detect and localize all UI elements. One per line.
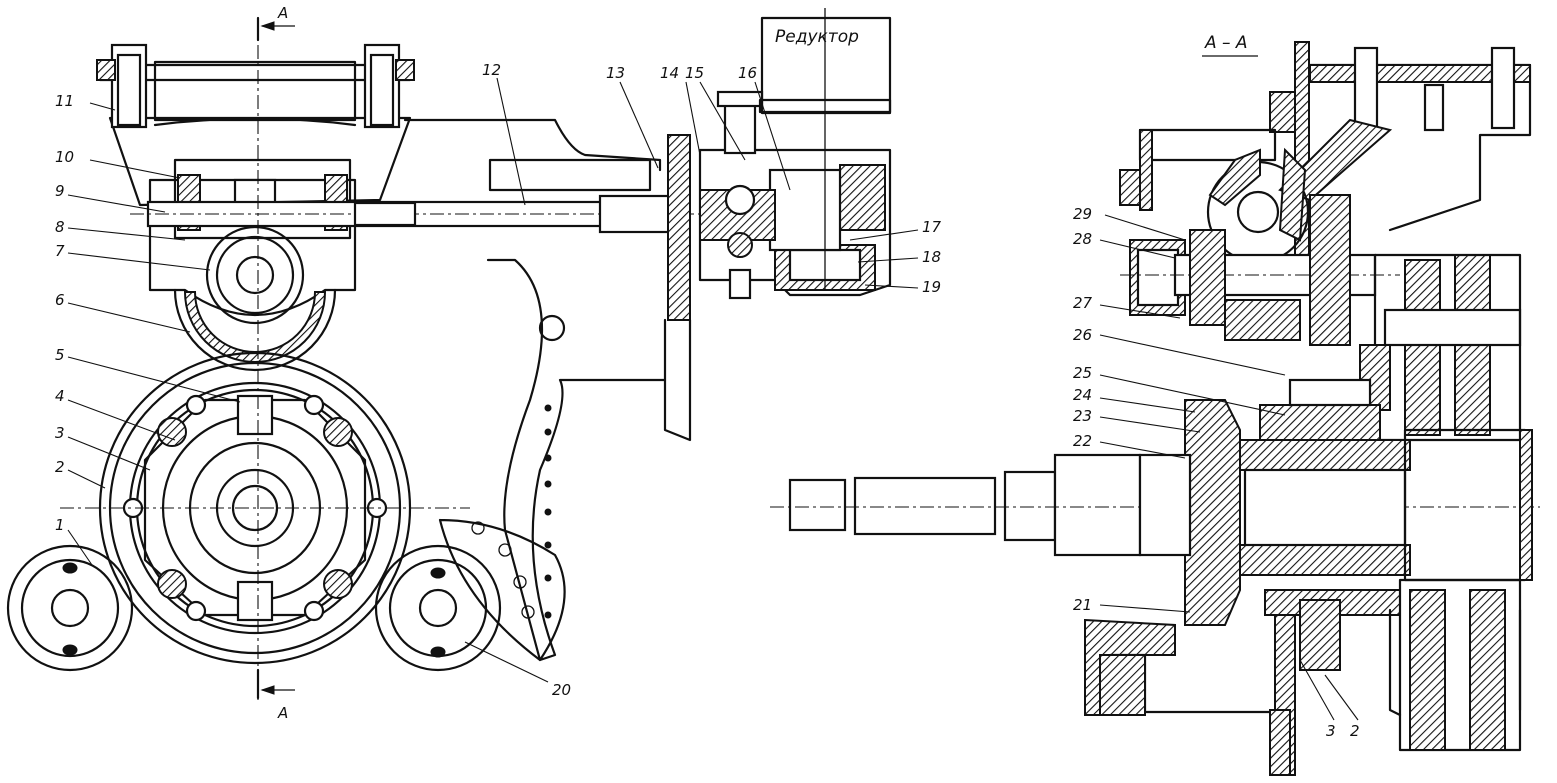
label-10: 10 xyxy=(55,148,74,166)
label-24: 24 xyxy=(1073,386,1092,404)
label-15: 15 xyxy=(685,64,704,82)
label-7: 7 xyxy=(55,242,65,260)
section-mark-bottom: А xyxy=(277,704,288,722)
label-27: 27 xyxy=(1073,294,1093,312)
label-19: 19 xyxy=(922,278,941,296)
label-2-right: 2 xyxy=(1350,722,1360,740)
label-2: 2 xyxy=(55,458,65,476)
label-26: 26 xyxy=(1073,326,1092,344)
label-13: 13 xyxy=(606,64,625,82)
label-28: 28 xyxy=(1073,230,1092,248)
label-1: 1 xyxy=(55,516,65,534)
label-20: 20 xyxy=(552,681,571,699)
section-marker-bottom: А xyxy=(256,668,295,722)
section-view: А – А xyxy=(770,33,1540,776)
label-22: 22 xyxy=(1073,432,1092,450)
label-4: 4 xyxy=(55,387,65,405)
bracket-holes xyxy=(471,404,552,619)
left-view xyxy=(6,8,892,700)
label-3-right: 3 xyxy=(1326,722,1336,740)
section-mark-top: А xyxy=(277,4,288,22)
leader-lines xyxy=(67,77,1359,721)
label-12: 12 xyxy=(482,61,501,79)
label-21: 21 xyxy=(1073,596,1092,614)
label-25: 25 xyxy=(1073,364,1092,382)
section-title: А – А xyxy=(1204,33,1248,53)
part-labels: 1 2 3 4 5 6 7 8 9 10 11 12 13 14 15 16 1… xyxy=(55,61,1360,740)
label-23: 23 xyxy=(1073,407,1092,425)
label-6: 6 xyxy=(55,291,65,309)
label-29: 29 xyxy=(1073,205,1092,223)
label-5: 5 xyxy=(55,346,65,364)
reducer-title: Редуктор xyxy=(775,27,859,47)
label-9: 9 xyxy=(55,182,65,200)
label-8: 8 xyxy=(55,218,65,236)
label-11: 11 xyxy=(55,92,74,110)
label-16: 16 xyxy=(738,64,757,82)
section-marker-top: А xyxy=(256,4,295,42)
label-17: 17 xyxy=(922,218,942,236)
label-3: 3 xyxy=(55,424,65,442)
label-18: 18 xyxy=(922,248,941,266)
label-14: 14 xyxy=(660,64,679,82)
